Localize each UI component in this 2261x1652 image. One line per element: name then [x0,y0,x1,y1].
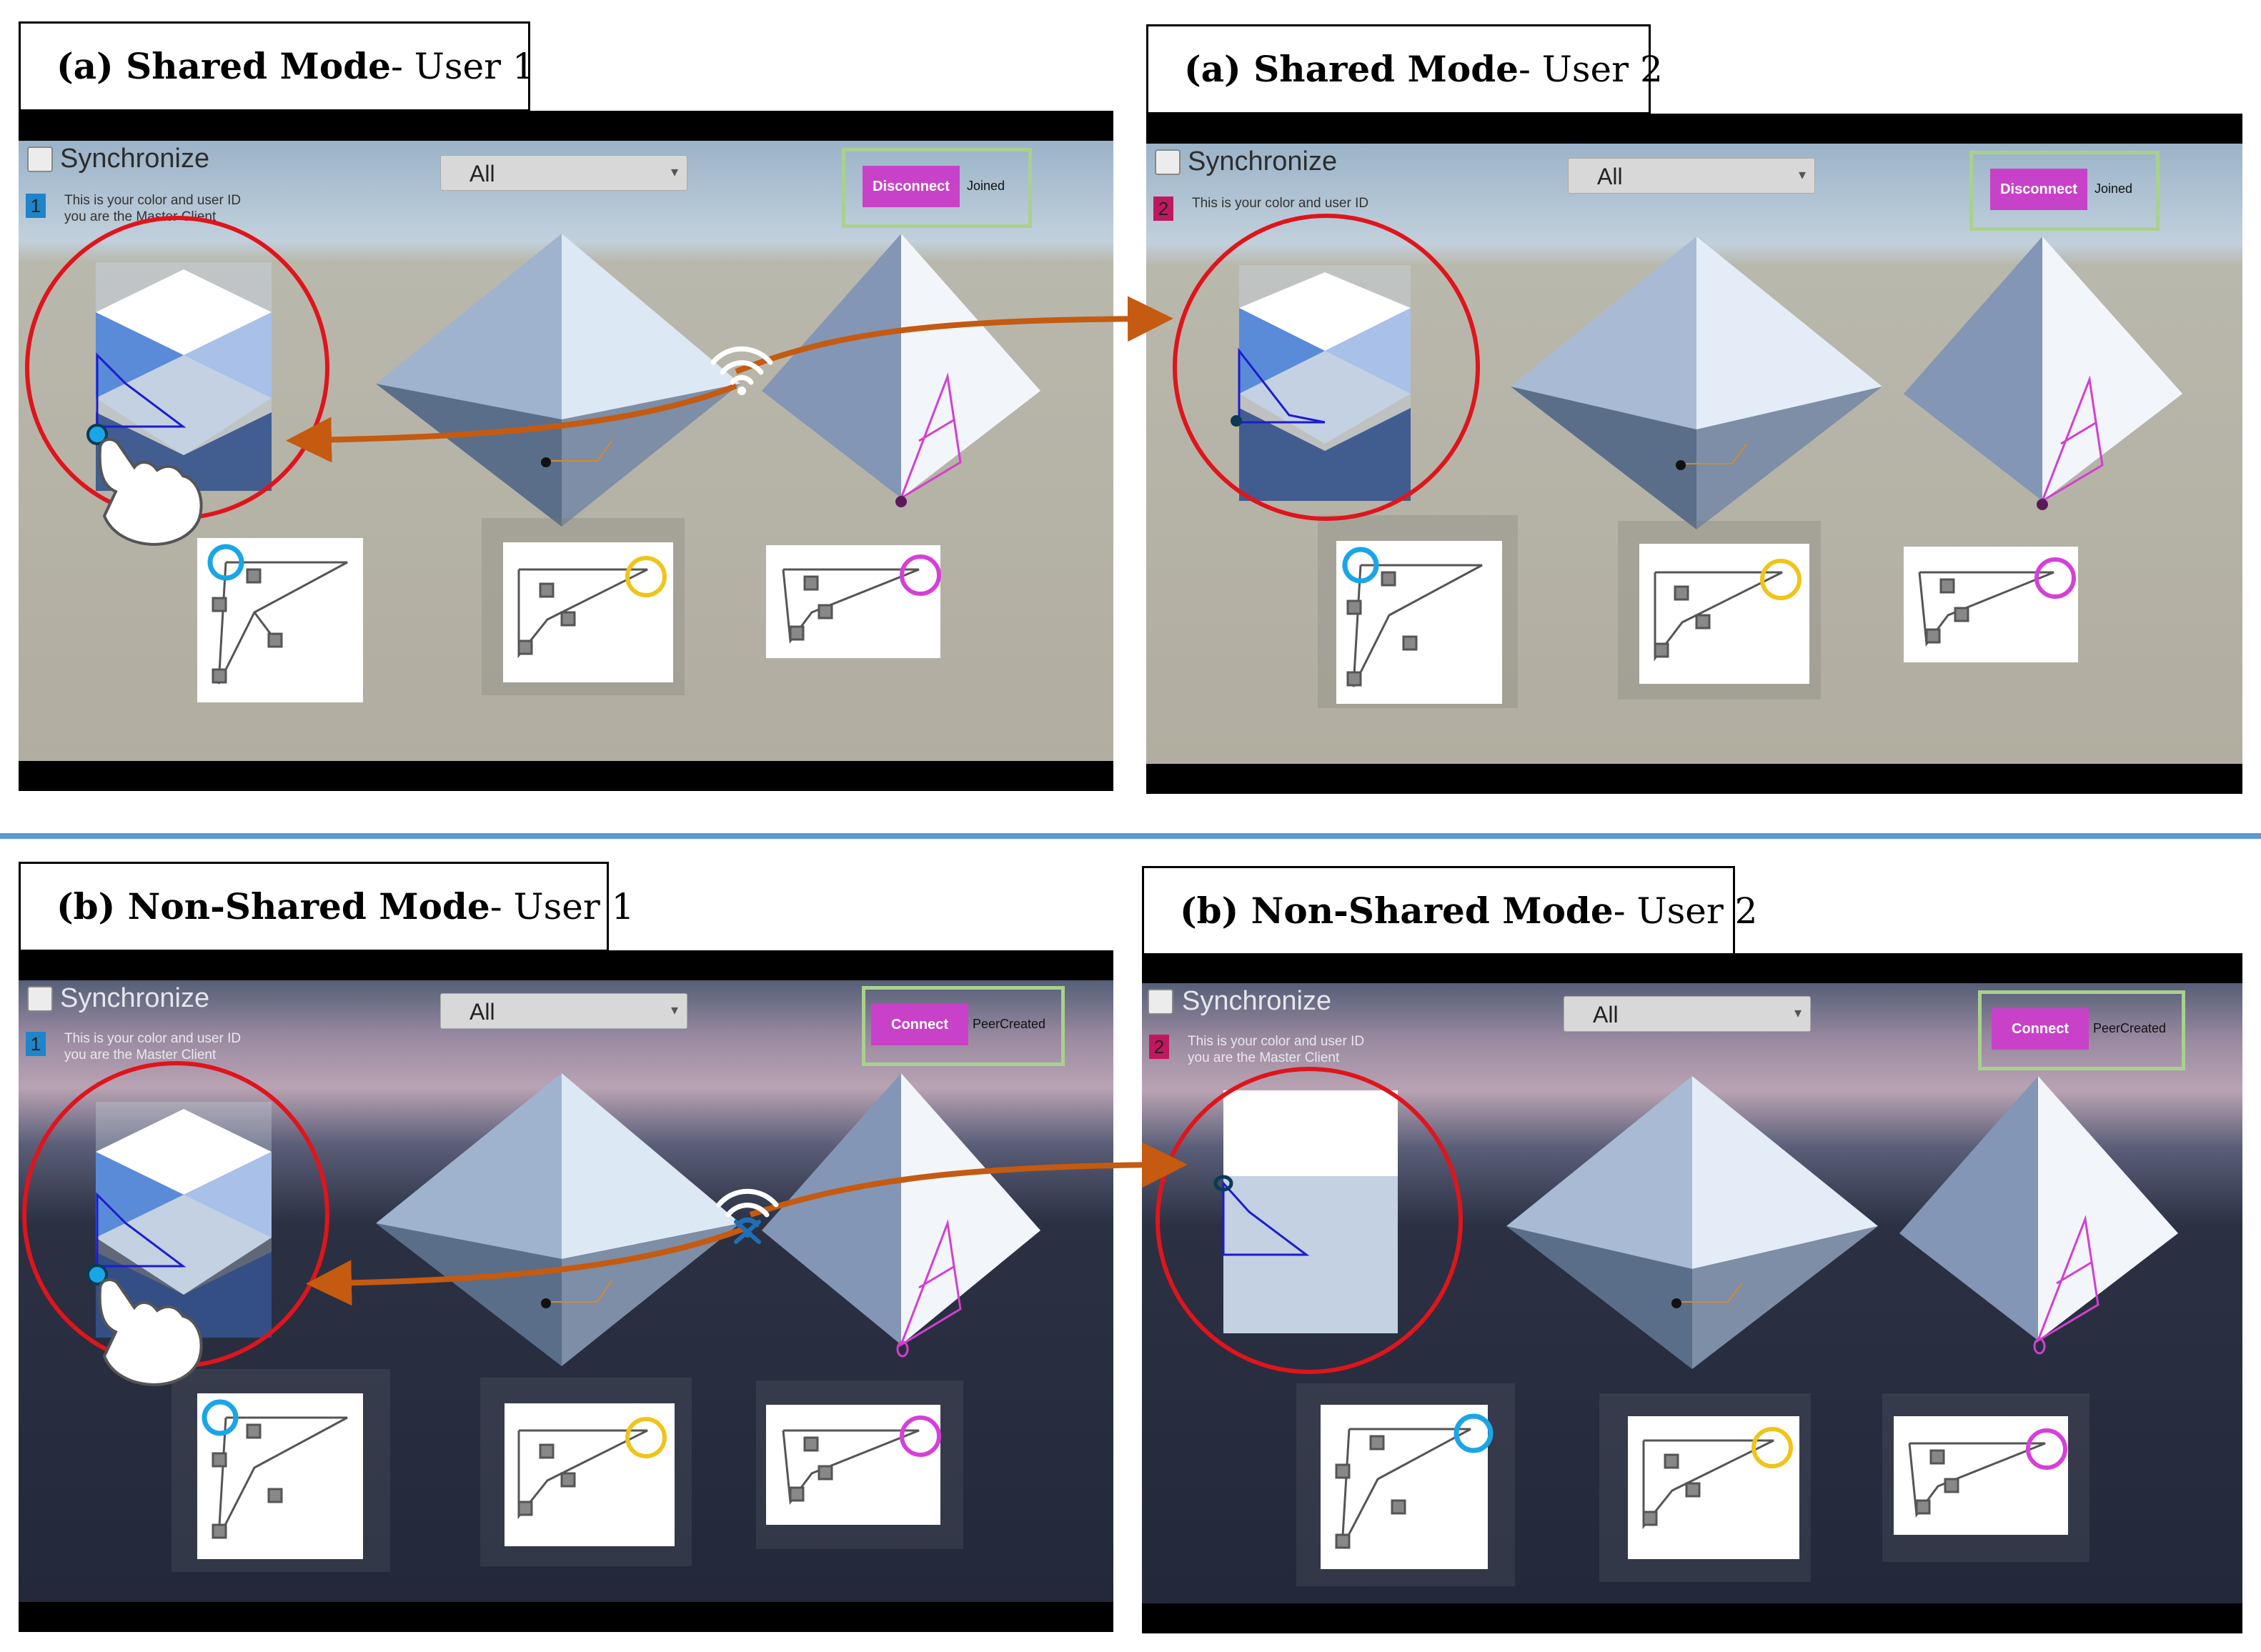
octahedron-object[interactable] [1506,1076,1878,1369]
synchronize-label: Synchronize [60,144,210,174]
user-id-badge: 2 [1153,196,1173,221]
scene-view[interactable]: Synchronize 1 This is your color and use… [19,980,1113,1602]
panel-title-shared-user2: (a) Shared Mode - User 2 [1146,24,1663,114]
tetrahedron-object[interactable] [1899,1076,2178,1355]
user-id-badge: 2 [1149,1035,1169,1059]
connection-status: Joined [2094,181,2133,196]
chevron-down-icon: ▾ [1798,167,1806,183]
sync-arrow-to-user2 [749,1142,1188,1218]
synchronize-label: Synchronize [1188,146,1338,176]
highlight-circle-shared-user2 [1173,214,1480,521]
disconnect-button[interactable]: Disconnect [1990,169,2087,210]
hand-pointer-icon [86,1264,203,1386]
user-info-text: This is your color and user ID you are t… [1188,1034,1365,1065]
graph-diagrams [1342,547,2076,687]
scene-3d-objects [1213,1076,2178,1369]
sync-arrow-to-user1 [286,383,737,463]
synchronize-checkbox[interactable] [27,146,53,172]
sync-arrow-to-user1 [306,1226,745,1306]
panel-title-shared-user1: (a) Shared Mode - User 1 [19,21,535,111]
dropdown-value: All [469,161,495,186]
user-id-badge: 1 [26,194,46,218]
graph-diagrams [1335,1413,2067,1549]
filter-dropdown[interactable]: All ▾ [440,993,687,1029]
scene-view[interactable]: Synchronize 1 This is your color and use… [19,141,1113,761]
graph-card-2[interactable] [1639,544,1809,684]
chevron-down-icon: ▾ [670,164,678,180]
synchronize-label: Synchronize [1182,986,1332,1016]
graph-card-1[interactable] [1336,541,1502,704]
graph-card-2[interactable] [503,542,673,682]
app-screen-nonshared-user2: Synchronize 2 This is your color and use… [1142,953,2242,1633]
synchronize-label: Synchronize [60,983,210,1013]
connection-status: PeerCreated [2093,1021,2167,1035]
scene-3d-objects [1231,237,2182,529]
connection-status: Joined [967,179,1005,193]
hand-pointer-icon [86,424,203,546]
cube-object[interactable] [1213,1090,1398,1333]
graph-diagrams [202,1399,941,1539]
sync-arrow-to-user2 [735,296,1173,374]
connect-button[interactable]: Connect [871,1004,968,1045]
user-info-text: This is your color and user ID you are t… [64,1031,242,1063]
dropdown-value: All [1593,1002,1619,1027]
tetrahedron-object[interactable] [762,1073,1040,1358]
user-info-text: This is your color and user ID you are t… [64,193,242,224]
dropdown-value: All [1597,164,1623,189]
app-screen-shared-user1: Synchronize 1 This is your color and use… [19,111,1113,791]
chevron-down-icon: ▾ [670,1002,678,1018]
filter-dropdown[interactable]: All ▾ [440,155,687,191]
section-divider [0,833,2261,839]
panel-title-nonshared-user1: (b) Non-Shared Mode - User 1 [19,862,635,952]
synchronize-checkbox[interactable] [27,986,53,1012]
app-screen-shared-user2: Synchronize 2 This is your color and use… [1146,114,2242,794]
connection-panel: Disconnect Joined [1969,151,2160,231]
wifi-off-icon [716,1188,779,1244]
scene-view[interactable]: Synchronize 2 This is your color and use… [1146,144,2242,764]
connection-status: PeerCreated [973,1017,1046,1031]
panel-title-nonshared-user2: (b) Non-Shared Mode - User 2 [1142,866,1758,956]
tetrahedron-object[interactable] [1904,237,2182,510]
synchronize-checkbox[interactable] [1155,149,1181,175]
cube-object[interactable] [96,262,272,491]
octahedron-object[interactable] [376,1073,740,1366]
user-id-badge: 1 [26,1032,46,1056]
graph-diagrams [207,544,941,685]
scene-view[interactable]: Synchronize 2 This is your color and use… [1142,983,2242,1603]
user-info-text: This is your color and user ID [1192,196,1369,211]
octahedron-object[interactable] [1511,237,1882,529]
tetrahedron-object[interactable] [762,234,1040,507]
scene-3d-objects [96,234,1040,527]
filter-dropdown[interactable]: All ▾ [1568,158,1815,194]
connection-panel: Disconnect Joined [842,148,1032,228]
dropdown-value: All [469,999,495,1025]
cube-object[interactable] [1231,265,1411,501]
graph-card-2[interactable] [505,1403,675,1546]
graph-card-3[interactable] [1894,1416,2068,1535]
wifi-icon [710,346,773,395]
filter-dropdown[interactable]: All ▾ [1564,996,1811,1032]
synchronize-checkbox[interactable] [1148,989,1173,1015]
chevron-down-icon: ▾ [1794,1005,1802,1021]
connection-panel: Connect PeerCreated [1978,990,2185,1070]
graph-card-3[interactable] [766,1405,940,1525]
highlight-circle-nonshared-user2 [1156,1067,1463,1374]
disconnect-button[interactable]: Disconnect [863,166,960,207]
connect-button[interactable]: Connect [1992,1008,2089,1050]
connection-panel: Connect PeerCreated [862,986,1065,1066]
